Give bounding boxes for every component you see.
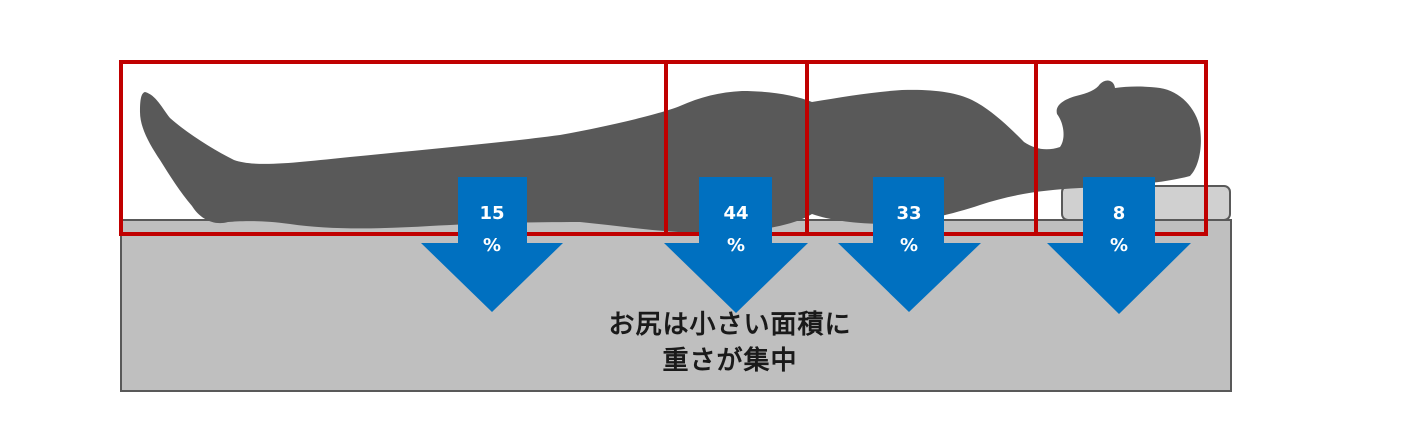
- percent-value: 15: [479, 203, 504, 224]
- percent-unit: %: [900, 235, 918, 256]
- percent-unit: %: [1110, 235, 1128, 256]
- percent-unit: %: [727, 235, 745, 256]
- arrow-shape: [421, 177, 563, 312]
- caption: お尻は小さい面積に 重さが集中: [520, 307, 940, 379]
- caption-line-1: お尻は小さい面積に: [608, 310, 852, 340]
- arrow-shape: [664, 177, 808, 313]
- load-arrow-legs: 15 %: [421, 177, 563, 312]
- load-arrow-back: 33 %: [838, 177, 981, 312]
- percent-value: 8: [1113, 203, 1126, 224]
- percent-value: 44: [723, 203, 748, 224]
- percent-value: 33: [896, 203, 921, 224]
- percent-unit: %: [483, 235, 501, 256]
- lying-person-silhouette: [140, 80, 1201, 234]
- load-arrow-head: 8 %: [1047, 177, 1191, 314]
- caption-line-2: 重さが集中: [662, 346, 798, 376]
- arrow-shape: [838, 177, 981, 312]
- load-arrow-buttocks: 44 %: [664, 177, 808, 313]
- arrow-shape: [1047, 177, 1191, 314]
